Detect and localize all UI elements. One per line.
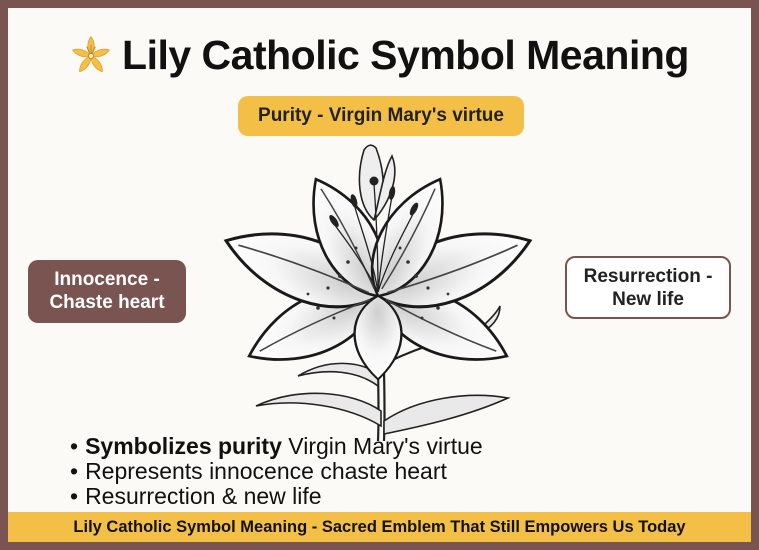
page-title: Lily Catholic Symbol Meaning — [8, 32, 751, 79]
list-item: Symbolizes purity Virgin Mary's virtue — [70, 434, 710, 459]
title-text: Lily Catholic Symbol Meaning — [122, 32, 689, 78]
list-item: Resurrection & new life — [70, 484, 710, 509]
callout-purity: Purity - Virgin Mary's virtue — [238, 96, 524, 136]
lily-illustration — [214, 144, 542, 441]
list-item: Represents innocence chaste heart — [70, 459, 710, 484]
lily-flower-icon — [70, 35, 112, 77]
footer-banner: Lily Catholic Symbol Meaning - Sacred Em… — [8, 512, 751, 542]
bullet-text: Represents innocence chaste heart — [85, 458, 447, 484]
callout-resurrection-line1: Resurrection - — [583, 266, 713, 287]
infographic-card: Lily Catholic Symbol Meaning Purity - Vi… — [8, 8, 751, 542]
bullet-bold-text: Symbolizes purity — [85, 433, 282, 459]
bullet-list: Symbolizes purity Virgin Mary's virtue R… — [70, 434, 710, 509]
callout-innocence-line1: Innocence - — [54, 269, 160, 290]
bullet-text: Resurrection & new life — [85, 483, 322, 509]
callout-resurrection-line2: New life — [612, 288, 684, 310]
callout-innocence: Innocence - Chaste heart — [28, 260, 186, 323]
callout-purity-label: Purity - Virgin Mary's virtue — [258, 105, 504, 126]
callout-resurrection: Resurrection - New life — [565, 256, 731, 319]
footer-text: Lily Catholic Symbol Meaning - Sacred Em… — [73, 518, 686, 536]
bullet-text: Virgin Mary's virtue — [281, 433, 483, 459]
callout-innocence-line2: Chaste heart — [49, 291, 165, 313]
